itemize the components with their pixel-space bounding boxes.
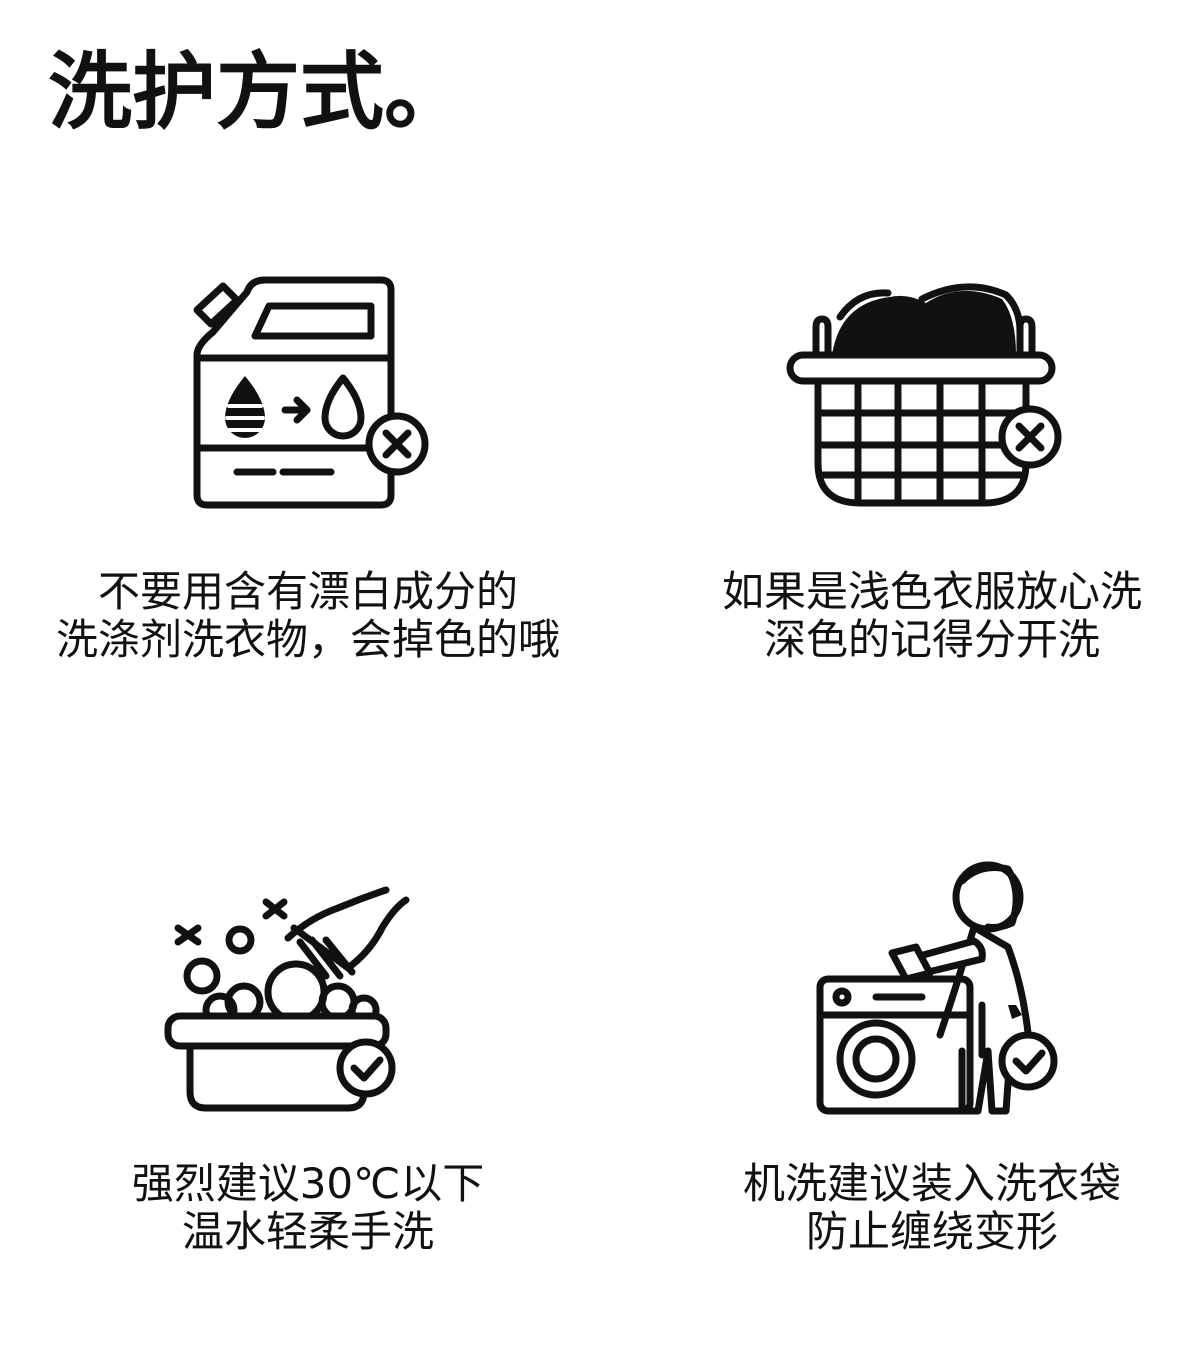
caption-hand-wash: 强烈建议30℃以下 温水轻柔手洗	[131, 1159, 485, 1256]
caption-machine-wash: 机洗建议装入洗衣袋 防止缠绕变形	[742, 1159, 1121, 1256]
page-title: 洗护方式。	[48, 43, 469, 141]
washing-machine-person-icon	[816, 861, 1058, 1115]
detergent-bottle-icon	[193, 276, 429, 509]
laundry-basket-icon	[786, 283, 1062, 507]
caption-no-bleach: 不要用含有漂白成分的 洗涤剂洗衣物，会掉色的哦	[55, 567, 560, 664]
hand-wash-basin-icon	[164, 886, 410, 1112]
caption-separate-colors: 如果是浅色衣服放心洗 深色的记得分开洗	[721, 567, 1142, 664]
